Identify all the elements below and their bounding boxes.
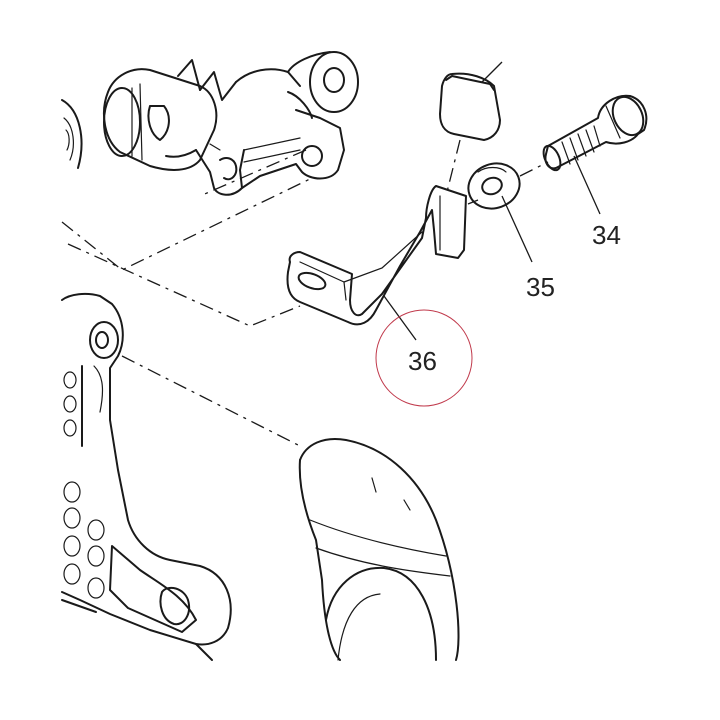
callout-35: 35 [526,272,555,302]
washer-35-part [467,162,521,210]
callout-36: 36 [408,346,437,376]
callout-34: 34 [592,220,621,250]
callout-highlight-circle [375,309,473,407]
bracket-plate-part [61,292,232,661]
callout-leaders [383,155,601,341]
bolt-34-part [542,94,648,172]
bracket-36-part [286,185,467,326]
assembly-center-lines [61,139,549,447]
caliper-assembly [61,51,359,196]
brake-disc-part [298,438,460,661]
rubber-pad-part [439,61,503,141]
